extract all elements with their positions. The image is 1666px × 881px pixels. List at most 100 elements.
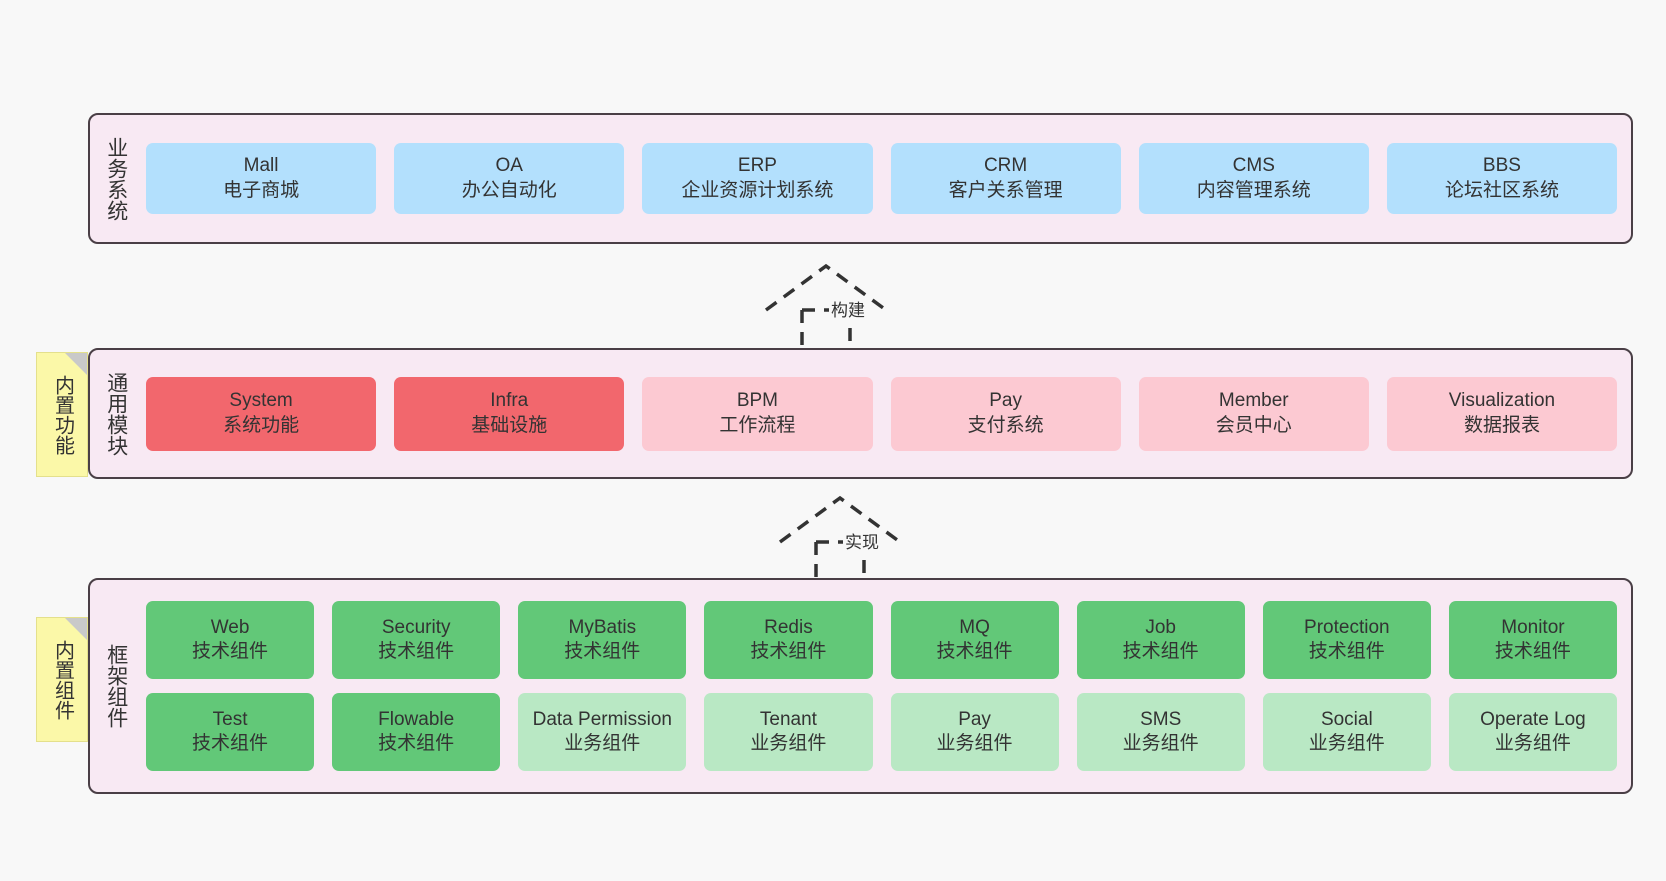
node-subtitle: 论坛社区系统 xyxy=(1444,179,1559,201)
relation-label: 构建 xyxy=(829,296,867,321)
layer-body-common-modules: System 系统功能 Infra 基础设施 BPM 工作流程 Pay 支付系统… xyxy=(142,350,1631,477)
sticky-note-builtin-components: 内置组件 xyxy=(36,617,88,742)
node-mq[interactable]: MQ 技术组件 xyxy=(890,601,1059,679)
node-sms[interactable]: SMS 业务组件 xyxy=(1076,693,1245,771)
node-subtitle: 技术组件 xyxy=(1122,641,1199,662)
node-pay-component[interactable]: Pay 业务组件 xyxy=(890,693,1059,771)
layer-title-business-systems: 业务系统 xyxy=(104,136,128,221)
node-tenant[interactable]: Tenant 业务组件 xyxy=(704,693,873,771)
node-title: Visualization xyxy=(1448,390,1556,412)
layer-framework-components: 框架组件 Web 技术组件 Security 技术组件 MyBatis 技术组件… xyxy=(88,578,1633,794)
node-subtitle: 业务组件 xyxy=(936,733,1013,754)
layer-body-business-systems: Mall 电子商城 OA 办公自动化 ERP 企业资源计划系统 CRM 客户关系… xyxy=(142,115,1631,242)
node-pay[interactable]: Pay 支付系统 xyxy=(890,376,1121,451)
node-title: Mall xyxy=(243,155,279,177)
node-subtitle: 会员中心 xyxy=(1215,414,1292,436)
node-data-permission[interactable]: Data Permission 业务组件 xyxy=(518,693,687,771)
node-title: Test xyxy=(212,708,248,730)
node-title: Pay xyxy=(989,390,1022,412)
node-title: CRM xyxy=(983,155,1028,177)
relation-build: 构建 xyxy=(758,258,938,346)
node-title: System xyxy=(229,390,293,412)
node-row: Mall 电子商城 OA 办公自动化 ERP 企业资源计划系统 CRM 客户关系… xyxy=(146,143,1618,214)
node-visualization[interactable]: Visualization 数据报表 xyxy=(1386,376,1618,451)
node-row: System 系统功能 Infra 基础设施 BPM 工作流程 Pay 支付系统… xyxy=(146,376,1618,451)
node-subtitle: 客户关系管理 xyxy=(948,179,1063,201)
node-subtitle: 技术组件 xyxy=(1494,641,1571,662)
node-flowable[interactable]: Flowable 技术组件 xyxy=(332,693,501,771)
relation-label: 实现 xyxy=(843,528,881,553)
node-title: ERP xyxy=(737,155,777,177)
node-subtitle: 技术组件 xyxy=(378,733,455,754)
node-title: Security xyxy=(381,616,451,638)
sticky-note-builtin-features: 内置功能 xyxy=(36,352,88,477)
node-crm[interactable]: CRM 客户关系管理 xyxy=(890,143,1121,214)
node-title: BPM xyxy=(736,390,779,412)
node-subtitle: 数据报表 xyxy=(1463,414,1540,436)
node-title: Protection xyxy=(1304,616,1390,638)
node-subtitle: 技术组件 xyxy=(750,641,827,662)
sticky-note-label: 内置功能 xyxy=(51,374,74,455)
note-fold-corner-icon xyxy=(65,353,87,375)
node-title: SMS xyxy=(1140,708,1182,730)
note-fold-corner-icon xyxy=(65,618,87,640)
node-title: Redis xyxy=(764,616,813,638)
node-title: MyBatis xyxy=(568,616,637,638)
sticky-note-label: 内置组件 xyxy=(51,639,74,720)
node-social[interactable]: Social 业务组件 xyxy=(1262,693,1431,771)
node-subtitle: 企业资源计划系统 xyxy=(681,179,834,201)
node-subtitle: 电子商城 xyxy=(223,179,300,201)
node-web[interactable]: Web 技术组件 xyxy=(146,601,315,679)
node-title: CMS xyxy=(1232,155,1275,177)
node-subtitle: 工作流程 xyxy=(719,414,796,436)
node-subtitle: 系统功能 xyxy=(223,414,300,436)
node-security[interactable]: Security 技术组件 xyxy=(332,601,501,679)
layer-body-framework-components: Web 技术组件 Security 技术组件 MyBatis 技术组件 Redi… xyxy=(142,580,1631,792)
node-test[interactable]: Test 技术组件 xyxy=(146,693,315,771)
layer-title-framework-components: 框架组件 xyxy=(104,644,128,728)
node-title: Social xyxy=(1320,708,1373,730)
node-subtitle: 支付系统 xyxy=(967,414,1044,436)
node-subtitle: 业务组件 xyxy=(750,733,827,754)
node-title: Infra xyxy=(490,390,529,412)
node-job[interactable]: Job 技术组件 xyxy=(1076,601,1245,679)
node-mall[interactable]: Mall 电子商城 xyxy=(146,143,377,214)
node-subtitle: 技术组件 xyxy=(1308,641,1385,662)
node-title: Monitor xyxy=(1501,616,1565,638)
node-title: BBS xyxy=(1482,155,1521,177)
node-row: Test 技术组件 Flowable 技术组件 Data Permission … xyxy=(146,693,1617,771)
node-subtitle: 办公自动化 xyxy=(461,179,557,201)
node-title: OA xyxy=(495,155,523,177)
node-subtitle: 技术组件 xyxy=(936,641,1013,662)
node-erp[interactable]: ERP 企业资源计划系统 xyxy=(642,143,873,214)
node-title: Member xyxy=(1218,390,1289,412)
node-infra[interactable]: Infra 基础设施 xyxy=(394,376,625,451)
node-subtitle: 业务组件 xyxy=(1308,733,1385,754)
node-redis[interactable]: Redis 技术组件 xyxy=(704,601,873,679)
layer-common-modules: 通用模块 System 系统功能 Infra 基础设施 BPM 工作流程 Pay… xyxy=(88,348,1633,479)
layer-title-common-modules: 通用模块 xyxy=(104,371,128,456)
node-subtitle: 内容管理系统 xyxy=(1196,179,1311,201)
node-subtitle: 技术组件 xyxy=(378,641,455,662)
node-bbs[interactable]: BBS 论坛社区系统 xyxy=(1386,143,1618,214)
node-system[interactable]: System 系统功能 xyxy=(146,376,377,451)
layer-business-systems: 业务系统 Mall 电子商城 OA 办公自动化 ERP 企业资源计划系统 CRM… xyxy=(88,113,1633,244)
node-title: Web xyxy=(210,616,250,638)
node-row: Web 技术组件 Security 技术组件 MyBatis 技术组件 Redi… xyxy=(146,601,1617,679)
node-title: Operate Log xyxy=(1480,708,1586,730)
relation-implement: 实现 xyxy=(772,490,952,578)
node-protection[interactable]: Protection 技术组件 xyxy=(1262,601,1431,679)
node-mybatis[interactable]: MyBatis 技术组件 xyxy=(518,601,687,679)
node-subtitle: 业务组件 xyxy=(1122,733,1199,754)
node-monitor[interactable]: Monitor 技术组件 xyxy=(1448,601,1617,679)
node-title: Data Permission xyxy=(532,708,672,730)
node-subtitle: 技术组件 xyxy=(564,641,641,662)
node-operate-log[interactable]: Operate Log 业务组件 xyxy=(1448,693,1617,771)
node-bpm[interactable]: BPM 工作流程 xyxy=(642,376,873,451)
node-title: Job xyxy=(1145,616,1176,638)
node-subtitle: 技术组件 xyxy=(192,733,269,754)
node-member[interactable]: Member 会员中心 xyxy=(1138,376,1369,451)
node-subtitle: 技术组件 xyxy=(192,641,269,662)
node-cms[interactable]: CMS 内容管理系统 xyxy=(1138,143,1369,214)
node-oa[interactable]: OA 办公自动化 xyxy=(394,143,625,214)
